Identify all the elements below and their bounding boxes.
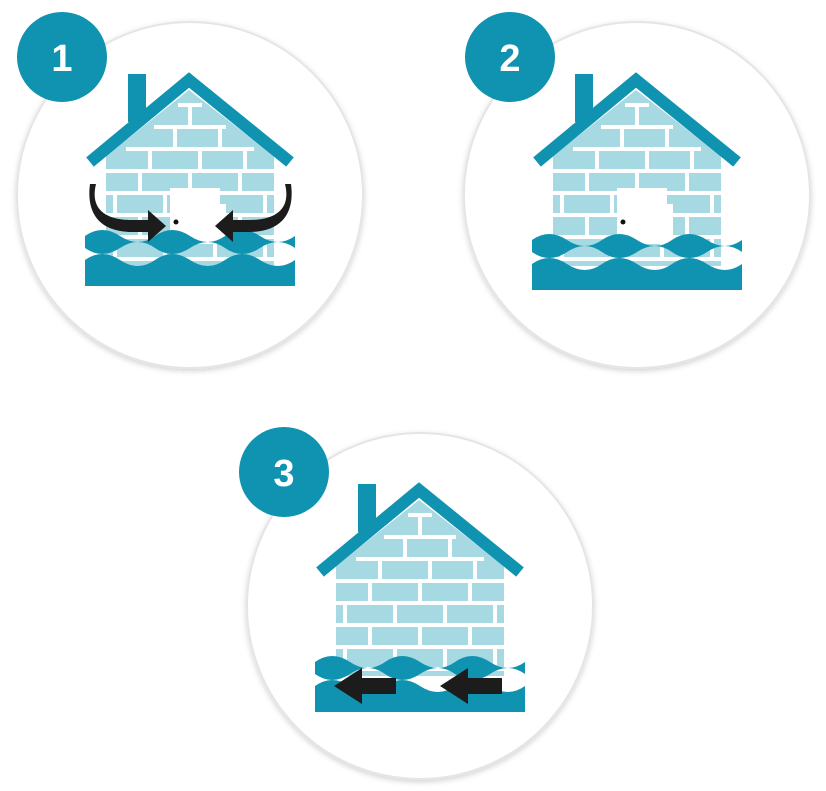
panel-3-badge: 3 <box>239 427 329 517</box>
panel-1: 1 <box>17 12 363 368</box>
panel-2: 2 <box>464 12 810 368</box>
water-waves-icon <box>85 230 295 286</box>
panel-1-badge: 1 <box>17 12 107 102</box>
water-waves-icon <box>532 234 742 290</box>
panel-2-number: 2 <box>499 38 520 80</box>
panel-3-number: 3 <box>273 453 294 495</box>
panel-3: 3 <box>239 427 593 779</box>
panel-2-badge: 2 <box>465 12 555 102</box>
panel-1-number: 1 <box>51 38 72 80</box>
